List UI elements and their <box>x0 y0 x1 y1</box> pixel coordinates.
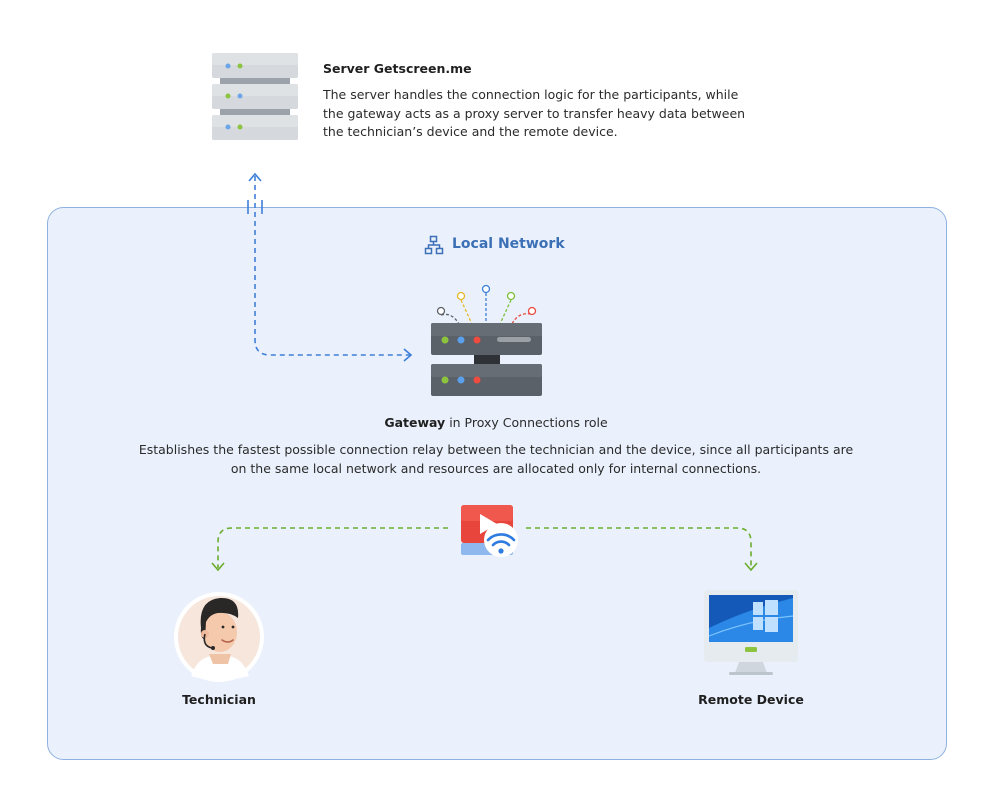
server-gateway-connector <box>247 172 413 362</box>
server-icon <box>212 53 298 140</box>
gateway-antennas <box>440 293 532 325</box>
video-stream-wifi-icon <box>461 505 518 557</box>
gateway-icon <box>431 323 542 396</box>
gateway-title-bold: Gateway <box>384 415 446 430</box>
local-network-area <box>47 207 947 760</box>
network-hierarchy-icon <box>424 235 444 255</box>
monitor-windows-icon <box>704 590 798 675</box>
gateway-description: Establishes the fastest possible connect… <box>138 442 854 476</box>
stream-connectors <box>211 527 758 572</box>
server-description: The server handles the connection logic … <box>323 87 746 139</box>
server-title: Server Getscreen.me <box>323 61 472 76</box>
local-network-label: Local Network <box>452 236 565 252</box>
gateway-title-role: in Proxy Connections role <box>445 415 608 430</box>
remote-device-label: Remote Device <box>698 692 804 707</box>
technician-label: Technician <box>182 692 256 707</box>
gateway-title: Gateway in Proxy Connections role <box>0 415 992 430</box>
gateway-antenna-tips <box>436 284 537 316</box>
technician-avatar-icon <box>174 592 264 682</box>
